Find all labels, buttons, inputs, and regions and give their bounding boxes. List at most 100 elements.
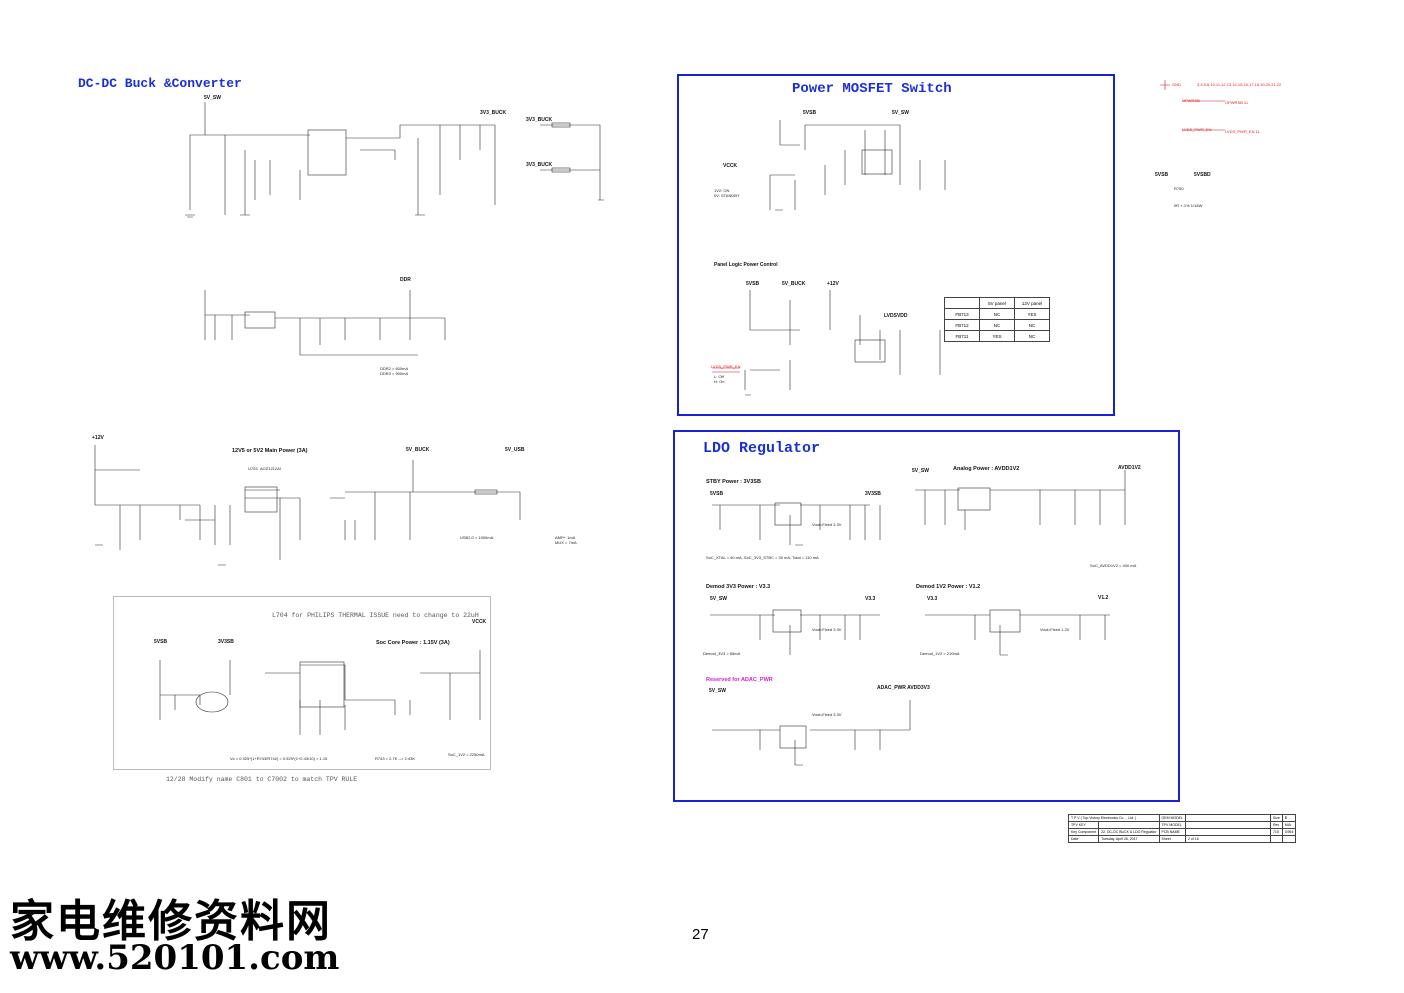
tb-rev-val: MIA (1281, 821, 1297, 829)
panel-cell: FB712 (944, 319, 980, 331)
panel-th: 12V panel (1014, 297, 1050, 309)
ldo-d33-in: 5V_SW (710, 596, 727, 602)
core-formula2: R743 = 2.7K --> 2.43K (375, 756, 416, 761)
panel-table-row: FB712 NC NC (944, 319, 1050, 331)
tb-key-comp: Key Component (1067, 828, 1100, 836)
tb-pcb: PCB NAME (1158, 828, 1186, 836)
core-3v3sb: 3V3SB (218, 639, 234, 645)
tb-sheet-num: 2 (1187, 837, 1190, 841)
core-note-top: L704 for PHILIPS THERMAL ISSUE need to c… (272, 612, 479, 619)
ldo-res-out: ADAC_PWR AVDD3V3 (877, 685, 930, 691)
ldo-analog-title: Analog Power : AVDD1V2 (953, 466, 1020, 472)
panel-logic-title: Panel Logic Power Control (714, 262, 778, 268)
rt-5vsbd: 5VSBD (1194, 172, 1211, 178)
u703-ref: U703 (248, 466, 258, 471)
tb-of: of (1190, 837, 1194, 841)
mux-note: MUX = 7mA (555, 540, 577, 545)
ldo-d12-title: Demod 1V2 Power : V1.2 (916, 584, 981, 590)
ldo-d33-title: Demod 3V3 Power : V3.3 (706, 584, 771, 590)
tb-tpv-model: TPV MODEL (1158, 821, 1186, 829)
tb-tv: 715 (1269, 828, 1283, 836)
panel-cell: NC (979, 319, 1015, 331)
ldo-d12-in: V3.3 (927, 596, 938, 602)
main-5vusb: 5V_USB (505, 447, 525, 453)
main-12v: +12V (92, 435, 104, 441)
rt-r750-val: 0R +-1% 1/16W (1174, 203, 1203, 208)
rt-gnd: GND (1172, 82, 1181, 87)
dcdc-3v3buck-a: 3V3_BUCK (526, 117, 553, 123)
panel-table-row: FB713 NC YES (944, 308, 1050, 320)
mos-vcck: VCCK (723, 163, 738, 169)
ddr-note2: DDR3 = 900mA (380, 371, 409, 376)
ldo-reserved-title: Reserved for ADAC_PWR (706, 677, 773, 683)
ldo-analog-in: 5V_SW (912, 468, 929, 474)
pnl-lvds-pwr: LVDS_PWR_EN (711, 364, 741, 369)
dcdc-5vsw: 5V_SW (204, 95, 221, 101)
ldo-stby-out: 3V3SB (865, 491, 881, 497)
ldo-vout-res: Vout=Fixed 3.3V (812, 712, 842, 717)
rt-opwrsb: OPWRSB (1182, 98, 1200, 103)
ldo-res-in: 5V_SW (709, 688, 726, 694)
core-title: Soc Core Power : 1.15V (3A) (376, 640, 450, 646)
tb-sheet-title: 22. DC-DC BUCK & LDO Regulator (1098, 828, 1160, 836)
ldo-d12-out: V1.2 (1098, 595, 1109, 601)
page-number: 27 (692, 926, 709, 943)
pnl-on: H: On (714, 379, 725, 384)
watermark-cn: 家电维修资料网 (10, 896, 332, 947)
mosfet-frame (677, 74, 1115, 416)
tb-rev: Rev (1269, 821, 1283, 829)
ldo-d33-out: V3.3 (865, 596, 876, 602)
panel-th: 5V panel (979, 297, 1015, 309)
rt-lvds-dest: LVDS_PWR_EN 11 (1225, 129, 1260, 134)
usb-note: USB2.0 = 1000mA (460, 535, 494, 540)
mos-on: 1V2: ON (714, 188, 730, 193)
main-power-title: 12V5 or 5V2 Main Power (3A) (232, 448, 308, 454)
amp-note: AMP+ 1mA (555, 535, 576, 540)
core-modify-note: 12/28 Modify name C801 to C7002 to match… (166, 776, 358, 783)
mos-standby: 0V: STANDBY (714, 193, 740, 198)
mos-5vsw: 5V_SW (892, 110, 909, 116)
main-5vbuck: 5V_BUCK (406, 447, 430, 453)
mos-5vsb: 5VSB (803, 110, 817, 116)
ldo-stby-title: STBY Power : 3V3SB (706, 479, 761, 485)
panel-cell: NC (1014, 319, 1050, 331)
rt-gnd-pages: 3,4,5,6,10,11,12,13,14,15,16,17,18,19,20… (1197, 82, 1282, 87)
watermark-url: www.520101.com (10, 938, 340, 978)
tb-oem: OEM MODEL (1158, 814, 1186, 822)
rt-opwrsb-dest: OPWRSB 11 (1225, 100, 1249, 105)
panel-cell: YES (979, 330, 1015, 342)
core-frame (113, 596, 491, 770)
dcdc-3v3buck: 3V3_BUCK (480, 110, 507, 116)
tb-size: B (1281, 814, 1297, 822)
core-formula1: Vo = 0.925*(1+R743/R742) = 0.925*(1+2.43… (230, 756, 328, 761)
panel-cell: YES (1014, 308, 1050, 320)
dcdc-title: DC-DC Buck &Converter (78, 76, 242, 91)
ldo-analog-note: SoC_AVDD1V2 = 400 mA (1090, 563, 1137, 568)
rt-lvds: LVDS_PWR_EN (1182, 127, 1212, 132)
panel-cell: NC (979, 308, 1015, 320)
u703-part: AOZ1212AI (260, 466, 281, 471)
ldo-analog-out: AVDD1V2 (1118, 465, 1141, 471)
panel-table-row: FB711 YES NC (944, 330, 1050, 342)
pnl-off: L: Off (714, 374, 724, 379)
ldo-vout-d12: Vout=Fixed 1.2V (1040, 627, 1070, 632)
panel-cell: FB713 (944, 308, 980, 320)
ldo-stby-note: SoC_XTAL = 40 mA, SoC_3V3_STBC = 30 mA, … (706, 555, 819, 560)
tb-sheet-lbl: Sheet (1158, 835, 1186, 843)
panel-cell: NC (1014, 330, 1050, 342)
mosfet-title: Power MOSFET Switch (792, 81, 952, 97)
ldo-title: LDO Regulator (703, 440, 821, 457)
ldo-vout-stby: Vout=Fixed 3.3V (812, 522, 842, 527)
dcdc-3v3buck-b: 3V3_BUCK (526, 162, 553, 168)
ldo-stby-in: 5VSB (710, 491, 724, 497)
pnl-lvdsvdd: LVDSVDD (884, 313, 908, 319)
tb-date: Tuesday, April 26, 2017 (1098, 835, 1160, 843)
rt-r750: R750 (1174, 186, 1184, 191)
panel-config-table: 5V panel 12V panel FB713 NC YES FB712 NC… (944, 297, 1050, 342)
core-soc-note: SoC_1V2 = 2250mA (448, 752, 485, 757)
tb-tpv-key: TPV KEY (1067, 821, 1100, 829)
ddr-label: DDR (400, 277, 411, 283)
pnl-5vbuck: 5V_BUCK (782, 281, 806, 287)
tb-date-lbl: Date (1067, 835, 1100, 843)
tb-size-lbl: Size (1269, 814, 1283, 822)
